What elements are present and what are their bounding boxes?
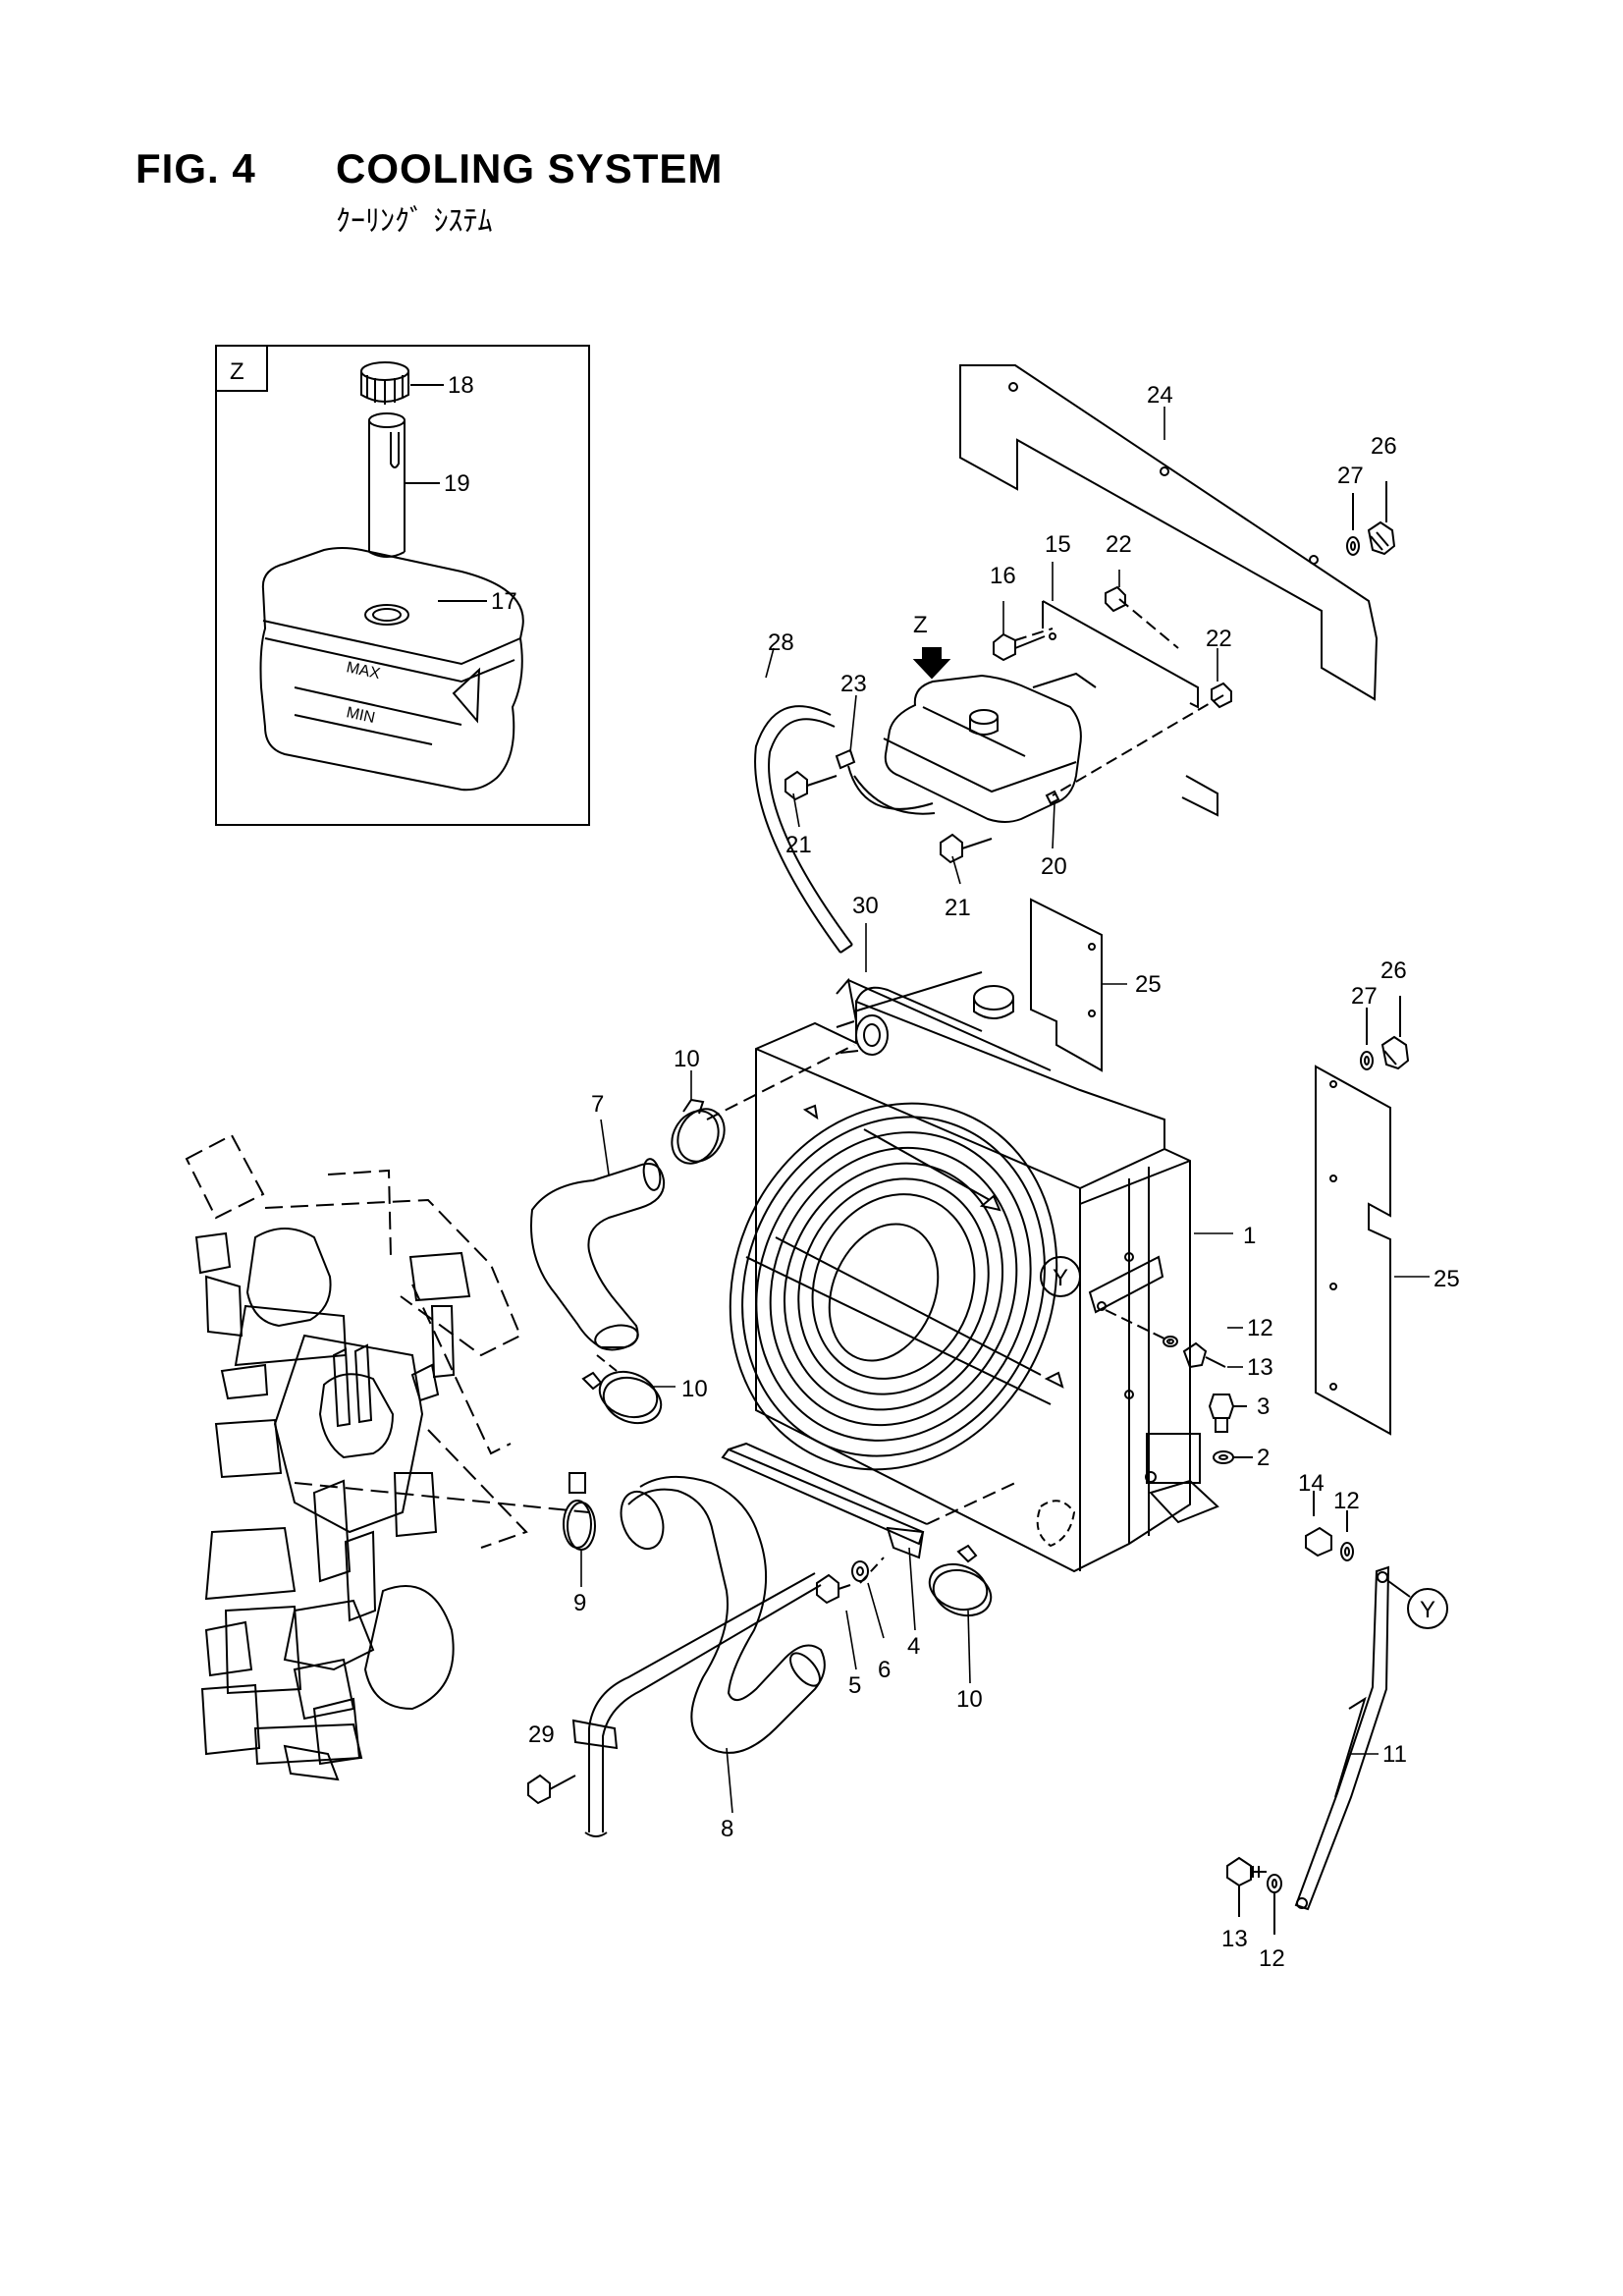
callout-16: 16 [990, 563, 1016, 589]
detail-view-z: Z MAX MIN [215, 345, 590, 826]
drain-plug [1208, 1394, 1253, 1464]
callout-6: 6 [878, 1657, 891, 1683]
drain-tube [527, 1572, 822, 1837]
side-cover-right [1315, 1065, 1391, 1436]
callout-29: 29 [528, 1722, 555, 1748]
upper-radiator-hose [530, 1158, 666, 1351]
callout-27b: 27 [1351, 983, 1378, 1010]
callout-17: 17 [491, 588, 517, 615]
view-y-marker-lower [1407, 1588, 1448, 1629]
callout-8: 8 [721, 1816, 733, 1842]
reserve-tank-detail: MAX MIN [259, 547, 524, 792]
callout-10c: 10 [956, 1686, 983, 1713]
callout-14: 14 [1298, 1470, 1325, 1497]
callout-27a: 27 [1337, 463, 1364, 489]
view-y-marker-lower-label: Y [1420, 1597, 1435, 1623]
bracket-bolt-washer [816, 1557, 885, 1605]
lower-radiator-hose [620, 1475, 826, 1754]
stay-rod [1294, 1565, 1390, 1911]
figure-subtitle: ｸｰﾘﾝｸﾞ ｼｽﾃﾑ [336, 204, 493, 239]
hose-clamp-mid [581, 1354, 663, 1425]
hose-clamp-lower-right [928, 1544, 993, 1617]
stay-rod-fasteners: Y [1226, 1491, 1448, 1935]
fan-guard [729, 1102, 1064, 1471]
view-z-arrow: Z [912, 612, 951, 680]
callout-30: 30 [852, 893, 879, 919]
strainer-detail [368, 412, 406, 558]
callout-23: 23 [840, 671, 867, 697]
figure-number: FIG. 4 [135, 145, 256, 191]
mounting-strap-point: Y [1040, 1255, 1226, 1369]
callout-10a: 10 [674, 1046, 700, 1072]
callout-10b: 10 [681, 1376, 708, 1402]
hose-clamp-upper [671, 1044, 855, 1165]
callout-28: 28 [768, 629, 794, 656]
tank-min-mark: MIN [345, 704, 376, 727]
view-z-arrow-label: Z [913, 612, 928, 638]
callout-12b: 12 [1333, 1488, 1360, 1514]
reserve-tank-bracket [1032, 600, 1218, 817]
callout-13a: 13 [1247, 1354, 1273, 1381]
bolt-washer-upper [1346, 481, 1396, 556]
callout-26b: 26 [1380, 957, 1407, 984]
mounting-bolts-tank [784, 585, 1232, 864]
filler-cap-detail [360, 361, 409, 405]
callout-12c: 12 [1259, 1945, 1285, 1972]
callout-13b: 13 [1221, 1926, 1248, 1952]
engine-block [185, 1133, 590, 1781]
top-cover-plate [959, 364, 1379, 701]
radiator-core [755, 971, 1219, 1573]
callout-2: 2 [1257, 1445, 1270, 1471]
callout-21a: 21 [785, 832, 812, 858]
callout-15: 15 [1045, 531, 1071, 558]
callout-leaders [580, 407, 1430, 1814]
upper-inlet-pipe [836, 1014, 889, 1056]
callout-24: 24 [1147, 382, 1173, 409]
radiator-cap [855, 985, 1014, 1032]
callout-21b: 21 [945, 895, 971, 921]
reserve-tank [883, 674, 1082, 823]
callout-1: 1 [1243, 1223, 1256, 1249]
detail-view-frame [215, 345, 590, 826]
callout-26a: 26 [1371, 433, 1397, 460]
callout-22b: 22 [1206, 626, 1232, 652]
callout-12a: 12 [1247, 1315, 1273, 1341]
callout-18: 18 [448, 372, 474, 399]
callout-22a: 22 [1106, 531, 1132, 558]
callout-20: 20 [1041, 853, 1067, 880]
callout-9: 9 [573, 1590, 586, 1616]
tank-max-mark: MAX [345, 659, 382, 683]
figure-title: COOLING SYSTEM [336, 145, 724, 191]
overflow-hose [754, 705, 936, 954]
callout-4: 4 [907, 1633, 920, 1660]
view-y-marker-upper [1040, 1256, 1081, 1297]
callout-5: 5 [848, 1672, 861, 1699]
callout-numbers: 18 19 17 24 26 27 15 22 16 22 28 23 21 2… [444, 372, 1460, 1972]
callout-11: 11 [1382, 1741, 1407, 1768]
callout-25a: 25 [1135, 971, 1162, 998]
side-cover-upper [1030, 898, 1103, 1072]
view-y-marker-upper-label: Y [1053, 1265, 1068, 1291]
callout-19: 19 [444, 470, 470, 497]
detail-view-label: Z [230, 358, 244, 385]
bolt-washer-right [1360, 996, 1410, 1070]
lower-bracket [721, 1442, 1076, 1559]
callout-7: 7 [591, 1091, 604, 1118]
detail-view-label-box [215, 345, 268, 392]
callout-25b: 25 [1434, 1266, 1460, 1292]
callout-3: 3 [1257, 1394, 1270, 1420]
